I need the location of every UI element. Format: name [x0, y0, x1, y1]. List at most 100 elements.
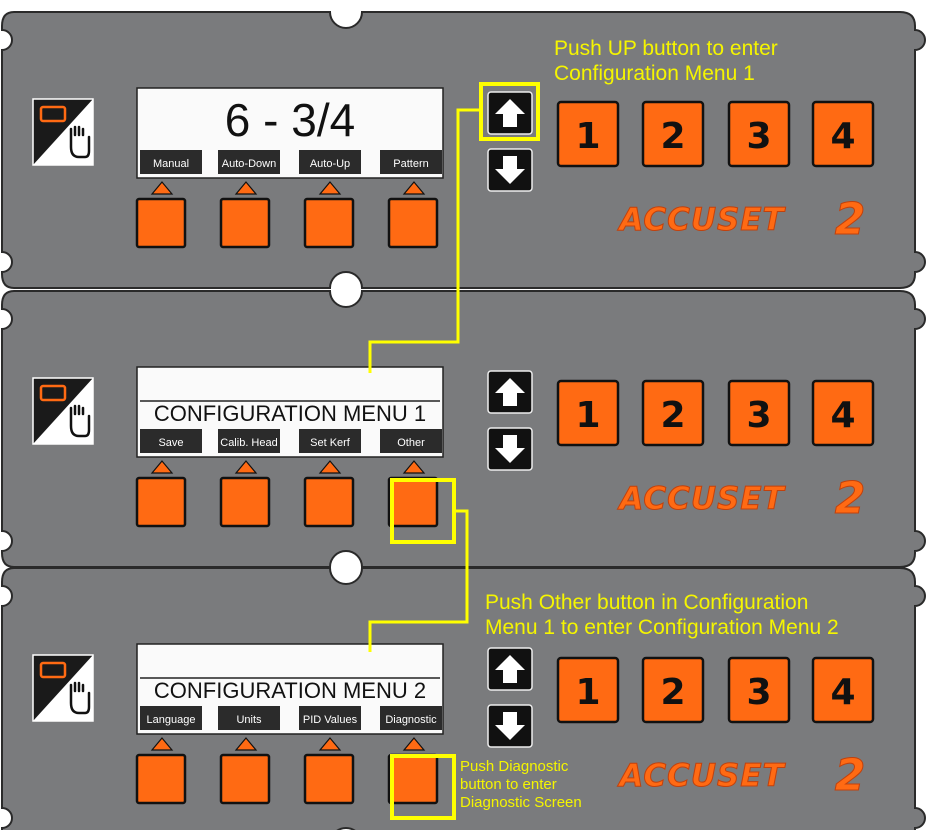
softkey-label-box	[218, 706, 280, 730]
softkey-button[interactable]	[219, 753, 271, 805]
softkey-indicator-triangle	[150, 737, 174, 751]
softkey-button[interactable]	[303, 476, 355, 528]
softkey-indicator-triangle	[234, 181, 258, 195]
up-arrow-icon[interactable]	[487, 370, 533, 414]
hand-icon	[69, 125, 91, 159]
softkey-button[interactable]	[135, 197, 187, 249]
softkey-button[interactable]	[303, 753, 355, 805]
up-arrow-icon[interactable]	[487, 91, 533, 135]
brand-mark: 2	[835, 473, 866, 524]
softkey-button[interactable]	[303, 197, 355, 249]
cycle-manual-hand-icon[interactable]	[32, 654, 94, 722]
brand-name: ACCUSET	[616, 758, 786, 794]
softkey-button[interactable]	[387, 753, 439, 805]
softkey-label-box	[218, 150, 280, 174]
preset-button[interactable]	[811, 379, 875, 447]
down-arrow-icon[interactable]	[487, 427, 533, 471]
annotation-diag-line2: button to enter	[460, 776, 557, 793]
softkey-indicator-triangle	[402, 181, 426, 195]
annotation-other-line1: Push Other button in Configuration	[485, 591, 809, 614]
preset-number: 4	[830, 116, 855, 157]
preset-number: 3	[746, 395, 771, 436]
softkey-label: PID Values	[303, 714, 358, 726]
softkey-indicator-triangle	[318, 181, 342, 195]
mode-icon-light-half	[33, 99, 93, 165]
preset-number: 2	[660, 395, 685, 436]
preset-button[interactable]	[727, 379, 791, 447]
down-arrow-shape	[495, 712, 525, 740]
preset-button[interactable]	[556, 379, 620, 447]
softkey-label-box	[140, 150, 202, 174]
softkey-button[interactable]	[135, 753, 187, 805]
softkey-label-box	[218, 429, 280, 453]
softkey-label-box	[380, 150, 442, 174]
softkey-indicator-triangle	[150, 460, 174, 474]
preset-button[interactable]	[811, 100, 875, 168]
preset-button[interactable]	[641, 656, 705, 724]
lcd-main-value: 6 - 3/4	[225, 94, 355, 146]
softkey-label-box	[299, 706, 361, 730]
softkey-label: Language	[147, 714, 196, 726]
annotation-diag-line3: Diagnostic Screen	[460, 794, 582, 811]
softkey-indicator-triangle	[318, 737, 342, 751]
softkey-label: Calib. Head	[220, 437, 277, 449]
down-arrow-icon[interactable]	[487, 148, 533, 192]
preset-button[interactable]	[556, 100, 620, 168]
preset-number: 3	[746, 672, 771, 713]
accuset-logo: ACCUSET 2	[616, 750, 866, 802]
up-arrow-shape	[495, 99, 525, 127]
preset-button[interactable]	[811, 656, 875, 724]
up-arrow-shape	[495, 655, 525, 683]
down-arrow-shape	[495, 156, 525, 184]
preset-number: 4	[830, 395, 855, 436]
softkey-label: Save	[158, 437, 183, 449]
softkey-indicator-triangle	[150, 181, 174, 195]
preset-number: 3	[746, 116, 771, 157]
softkey-label-box	[299, 429, 361, 453]
softkey-indicator-triangle	[318, 460, 342, 474]
softkey-label-box	[140, 429, 202, 453]
annotation-other-line2: Menu 1 to enter Configuration Menu 2	[485, 616, 839, 639]
preset-button[interactable]	[556, 656, 620, 724]
hand-icon	[69, 681, 91, 715]
cycle-arrows-icon	[39, 661, 67, 679]
down-arrow-icon[interactable]	[487, 704, 533, 748]
preset-button[interactable]	[727, 100, 791, 168]
preset-button[interactable]	[641, 100, 705, 168]
softkey-button[interactable]	[387, 197, 439, 249]
softkey-label-box	[380, 706, 442, 730]
softkey-button[interactable]	[219, 476, 271, 528]
lcd-menu-title: CONFIGURATION MENU 2	[154, 678, 426, 703]
preset-button[interactable]	[641, 379, 705, 447]
cycle-manual-hand-icon[interactable]	[32, 377, 94, 445]
brand-mark: 2	[835, 750, 866, 801]
softkey-button[interactable]	[135, 476, 187, 528]
softkey-button[interactable]	[387, 476, 439, 528]
softkey-label: Diagnostic	[385, 714, 437, 726]
softkey-label: Pattern	[393, 158, 428, 170]
preset-number: 2	[660, 116, 685, 157]
softkey-label-box	[140, 706, 202, 730]
softkey-label-box	[380, 429, 442, 453]
preset-button[interactable]	[727, 656, 791, 724]
softkey-label: Other	[397, 437, 425, 449]
softkey-label-box	[299, 150, 361, 174]
lcd-menu-title: CONFIGURATION MENU 1	[154, 401, 426, 426]
softkey-label: Manual	[153, 158, 189, 170]
cycle-manual-hand-icon[interactable]	[32, 98, 94, 166]
preset-number: 2	[660, 672, 685, 713]
hand-icon	[69, 404, 91, 438]
up-arrow-shape	[495, 378, 525, 406]
other-connector-line	[368, 509, 469, 652]
preset-number: 1	[575, 395, 600, 436]
accuset-logo: ACCUSET 2	[616, 473, 866, 525]
softkey-button[interactable]	[219, 197, 271, 249]
brand-name: ACCUSET	[616, 481, 786, 517]
softkey-indicator-triangle	[234, 460, 258, 474]
up-arrow-icon[interactable]	[487, 647, 533, 691]
preset-number: 1	[575, 672, 600, 713]
highlight-annotations	[368, 82, 540, 820]
